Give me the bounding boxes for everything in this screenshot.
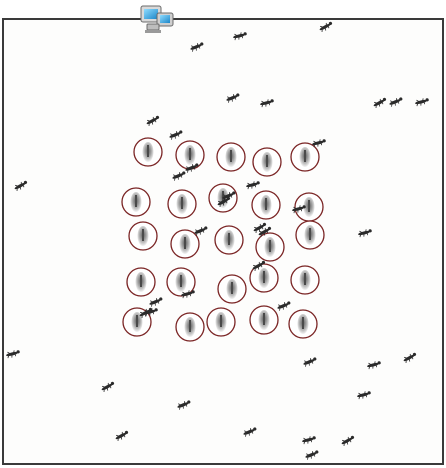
insect-marker-icon [291,143,319,171]
insect-marker-icon [250,306,278,334]
insect-marker-icon [127,268,155,296]
insect-marker-icon [295,193,323,221]
insect-marker-icon [171,230,199,258]
insect-marker-icon [176,313,204,341]
insect-marker-icon [217,143,245,171]
insect-marker-icon [253,148,281,176]
insect-marker-icon [215,226,243,254]
insect-marker-icon [129,222,157,250]
insect-marker-icon [134,138,162,166]
insect-marker-icon [168,190,196,218]
insect-marker-icon [167,268,195,296]
insect-marker-icon [207,308,235,336]
insect-marker-icon [256,233,284,261]
insect-marker-icon [176,141,204,169]
insect-marker-icon [122,188,150,216]
insect-marker-icon [289,310,317,338]
insect-marker-icon [291,266,319,294]
insect-marker-icon [252,191,280,219]
insect-marker-icon [296,221,324,249]
insect-marker-icon [218,275,246,303]
